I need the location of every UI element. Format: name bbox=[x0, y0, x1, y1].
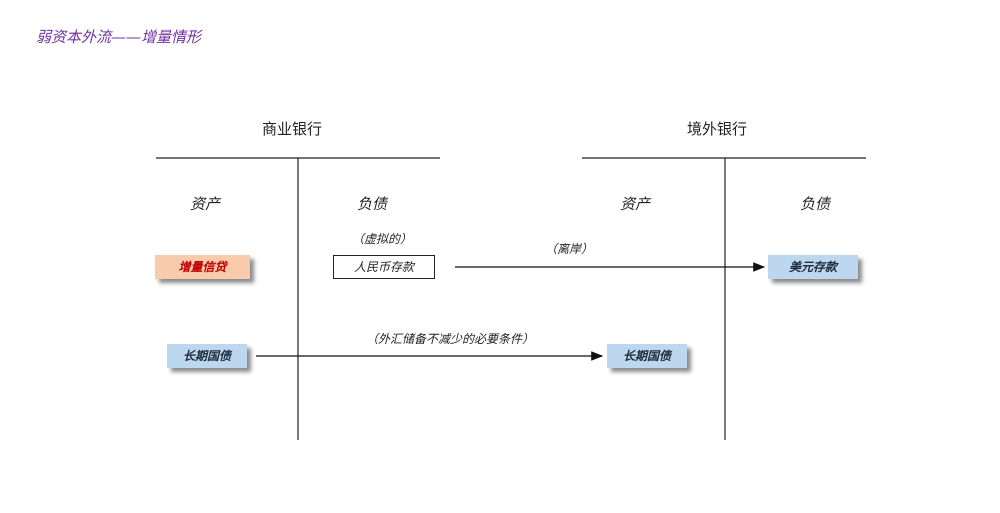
offshore-bank-liabilities-label: 负债 bbox=[800, 195, 831, 213]
offshore-bank-heading: 境外银行 bbox=[687, 120, 748, 138]
commercial-bank-liabilities-label: 负债 bbox=[357, 195, 388, 213]
incremental-credit-box: 增量信贷 bbox=[155, 255, 250, 279]
virtual-note: （虚拟的） bbox=[352, 232, 413, 246]
offshore-note: （离岸） bbox=[545, 242, 594, 256]
rmb-deposit-box: 人民币存款 bbox=[333, 255, 435, 279]
page-title: 弱资本外流——增量情形 bbox=[36, 28, 202, 46]
reserve-condition-note: （外汇储备不减少的必要条件） bbox=[366, 332, 535, 346]
usd-deposit-box: 美元存款 bbox=[768, 255, 858, 279]
commercial-bank-assets-label: 资产 bbox=[190, 195, 221, 213]
offshore-bank-assets-label: 资产 bbox=[620, 195, 651, 213]
offshore-bank-bond-box: 长期国债 bbox=[607, 344, 687, 368]
commercial-bank-bond-box: 长期国债 bbox=[167, 344, 247, 368]
commercial-bank-heading: 商业银行 bbox=[262, 120, 323, 138]
